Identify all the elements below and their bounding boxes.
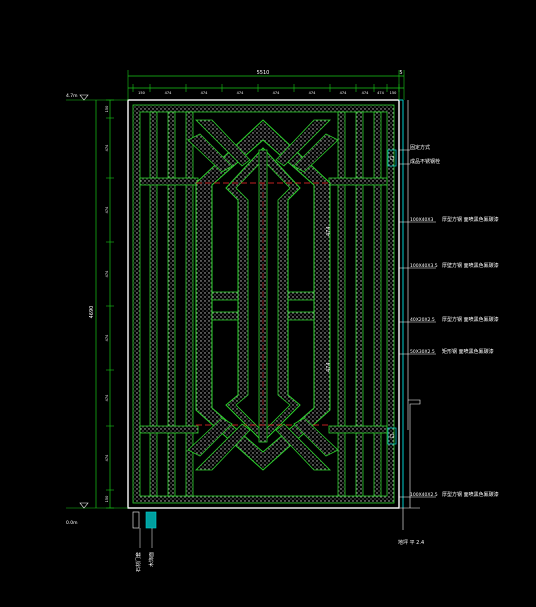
top-segment-label: 474	[340, 91, 347, 95]
callout-text: 厚壁方钢 面喷黑色氟碳漆	[442, 262, 499, 269]
vertical-member	[337, 111, 346, 497]
top-segment-label: 474	[237, 91, 244, 95]
top-segment-label: 474	[165, 91, 172, 95]
top-segment-label: 150	[390, 91, 397, 95]
vertical-member	[185, 111, 194, 497]
base-details	[132, 507, 420, 548]
horizontal-member	[139, 177, 199, 186]
top-segment-label: 474	[377, 91, 384, 95]
right-wall-section	[387, 100, 421, 508]
vertical-member	[373, 111, 382, 497]
top-overall-dimension: 5510	[257, 70, 270, 76]
left-segment-label: 474	[105, 206, 109, 213]
callout-code: 50X30X2.5	[410, 349, 435, 355]
callout-text: 成品不锈钢栓	[410, 158, 440, 165]
top-segment-label: 150	[138, 91, 145, 95]
left-dimension-ticks: 150 474 474 474 474 474 474 150	[105, 99, 114, 509]
left-segment-label: 474	[105, 454, 109, 461]
callout-code: 100X40X2.5	[410, 492, 438, 498]
callout-code: 100X40X3	[410, 217, 433, 223]
bottom-note-wood: 木饰面	[148, 552, 155, 567]
top-segment-label: 474	[309, 91, 316, 95]
vertical-member	[149, 111, 158, 497]
elevation-bottom-mark: 0.0m	[66, 520, 78, 526]
callout-text: 厚型方钢 面喷黑色氟碳漆	[442, 316, 499, 323]
callout-code: 100X40X3.5	[410, 263, 438, 269]
elevation-top-mark: 4.7m	[66, 93, 78, 99]
callout-text: 固定方式	[410, 144, 430, 151]
vertical-member	[167, 111, 176, 497]
left-overall-dimension: 4690	[89, 306, 95, 319]
horizontal-member	[328, 425, 388, 434]
left-segment-label: 474	[105, 270, 109, 277]
top-segment-label: 474	[362, 91, 369, 95]
horizontal-member	[139, 425, 199, 434]
top-segment-label: 474	[201, 91, 208, 95]
callout-text: 厚型方钢 面喷黑色氟碳漆	[442, 491, 499, 498]
vertical-member	[355, 111, 364, 497]
top-dimension-ticks: 150 474 474 474 474 474 474 474 474 150	[132, 84, 400, 95]
central-ornament	[195, 119, 331, 471]
steel-members	[139, 111, 388, 497]
top-segment-label: 474	[273, 91, 280, 95]
inner-dim-label: 474	[326, 226, 332, 236]
left-segment-label: 474	[105, 144, 109, 151]
left-segment-label: 150	[105, 106, 109, 113]
bottom-note-stone: 石材门套	[135, 552, 142, 572]
inner-dim-label: 474	[326, 362, 332, 372]
horizontal-member	[328, 177, 388, 186]
left-segment-label: 474	[105, 334, 109, 341]
corner-bracing	[187, 119, 339, 471]
left-segment-label: 474	[105, 394, 109, 401]
callout-code: 40X20X2.5	[410, 317, 435, 323]
callout-text: 厚型方钢 面喷黑色氟碳漆	[442, 216, 499, 223]
floor-level-note: 地坪 平 2.4	[398, 539, 424, 546]
callout-text: 矩形钢 面喷黑色氟碳漆	[442, 348, 494, 355]
left-segment-label: 150	[105, 496, 109, 503]
top-side-dimension: 5	[399, 70, 402, 76]
left-dimension-chain	[66, 94, 128, 509]
